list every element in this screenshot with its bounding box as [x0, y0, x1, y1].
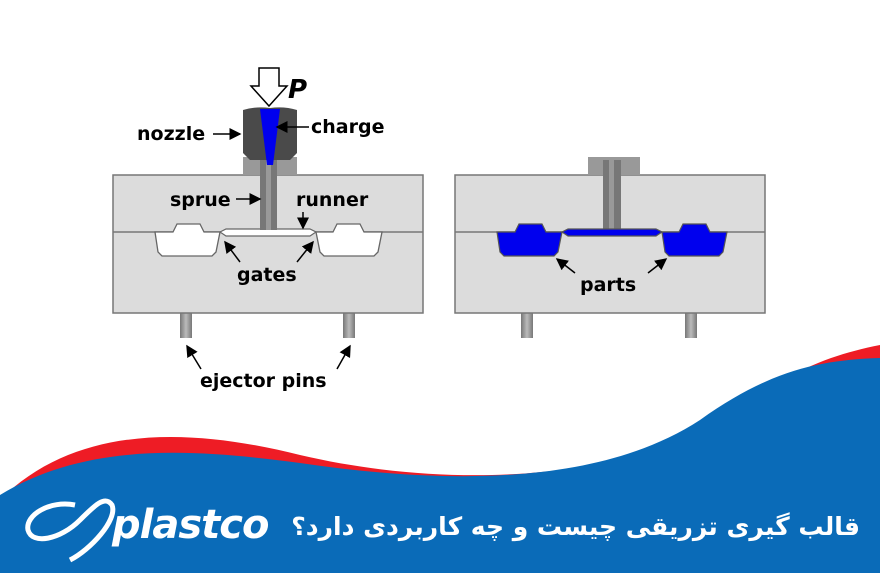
label-ejector-pins: ejector pins	[200, 370, 327, 392]
label-charge: charge	[311, 116, 384, 138]
label-pressure: P	[288, 75, 307, 105]
label-nozzle: nozzle	[137, 123, 205, 145]
plastco-logo-icon	[25, 498, 116, 563]
article-title: قالب گیری تزریقی چیست و چه کاربردی دارد؟	[291, 512, 860, 541]
mold-filling-stage: P nozzle charge sprue runner gates eject…	[112, 67, 424, 392]
charge	[260, 109, 280, 165]
label-parts: parts	[580, 274, 636, 296]
runner-channel	[218, 228, 318, 237]
banner-blue-wave	[0, 358, 880, 573]
label-gates: gates	[237, 264, 297, 286]
mold-filled-stage: parts	[454, 157, 766, 338]
cavity-right	[315, 223, 383, 257]
pressure-arrow-icon	[249, 67, 289, 108]
runner-part	[560, 228, 664, 237]
brand-name: plastco	[112, 502, 269, 548]
part-right	[661, 223, 728, 257]
label-runner: runner	[296, 189, 369, 211]
label-sprue: sprue	[170, 189, 231, 211]
